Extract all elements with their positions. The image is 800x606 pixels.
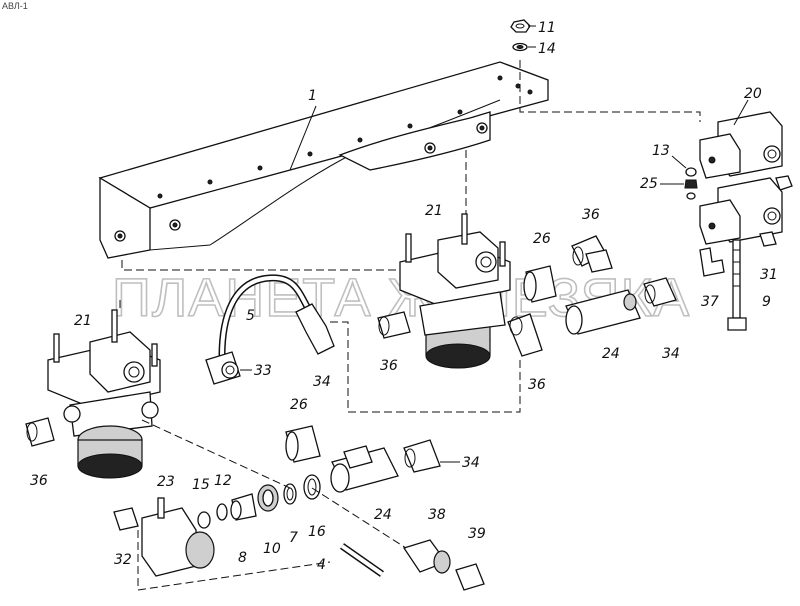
callout-8: 8 (238, 550, 247, 566)
callout-34-lower: 34 (462, 455, 480, 471)
callout-39: 39 (468, 526, 486, 542)
callout-34-hose: 34 (313, 374, 331, 390)
ring-12 (216, 503, 228, 521)
callout-26-upper: 26 (533, 231, 551, 247)
fitting-36-upper (571, 235, 613, 273)
fitting-38 (402, 539, 451, 574)
callout-21-left: 21 (74, 313, 92, 329)
callout-36-center: 36 (528, 377, 546, 393)
connection-lines (119, 60, 701, 591)
callout-16: 16 (308, 524, 326, 540)
elbow-fitting-37 (699, 247, 725, 277)
callout-26-lower: 26 (290, 397, 308, 413)
callout-10: 10 (263, 541, 281, 557)
tee-body-24-upper (565, 289, 641, 335)
callout-24-upper: 24 (602, 346, 620, 362)
corner-text: АВЛ-1 (2, 1, 28, 11)
fitting-36-left-center (377, 311, 411, 339)
leader-lines (240, 25, 749, 463)
callout-31: 31 (760, 267, 778, 283)
solenoid-valve-upper (699, 111, 793, 191)
union-8 (230, 493, 257, 521)
elbow-34-lower (403, 439, 441, 473)
washer-14 (512, 42, 528, 52)
callout-1: 1 (308, 88, 317, 104)
callout-5: 5 (246, 308, 255, 324)
callout-32: 32 (114, 552, 132, 568)
callout-33: 33 (254, 363, 272, 379)
tee-fitting-33 (205, 351, 241, 385)
fitting-32 (113, 507, 139, 531)
callout-4: 4 (317, 557, 326, 573)
fitting-39 (455, 563, 485, 591)
callout-36-far-left: 36 (30, 473, 48, 489)
solenoid-valve-lower (699, 177, 783, 247)
fitting-13-25 (684, 167, 698, 200)
callout-labels: 11 14 1 20 13 25 21 36 26 31 37 9 21 5 3… (30, 20, 778, 573)
callout-11: 11 (538, 20, 556, 36)
callout-24-lower: 24 (374, 507, 392, 523)
bolt-9 (727, 239, 747, 331)
callout-7: 7 (289, 530, 298, 546)
relay-valve-center (399, 213, 511, 369)
callout-13: 13 (652, 143, 670, 159)
ring-15 (197, 511, 211, 529)
callout-37: 37 (701, 294, 719, 310)
nut-10 (257, 484, 279, 512)
elbow-34-upper-right (643, 277, 677, 307)
callout-25: 25 (640, 176, 658, 192)
union-26-upper (523, 265, 557, 303)
elbow-36-center (507, 313, 543, 357)
fitting-36-far-left (25, 417, 55, 447)
mounting-bracket (98, 61, 549, 259)
hose-5 (218, 274, 335, 357)
callout-14: 14 (538, 41, 556, 57)
callout-15: 15 (192, 477, 210, 493)
tube-4 (339, 543, 385, 577)
nut-11 (510, 19, 531, 33)
callout-21-center: 21 (425, 203, 443, 219)
callout-23: 23 (157, 474, 175, 490)
ring-16 (303, 474, 321, 500)
callout-20: 20 (744, 86, 762, 102)
callout-9: 9 (762, 294, 771, 310)
ring-7 (283, 483, 297, 505)
callout-36-upper: 36 (582, 207, 600, 223)
callout-34-upper: 34 (662, 346, 680, 362)
callout-12: 12 (214, 473, 232, 489)
tee-body-24-lower (330, 445, 399, 493)
callout-36-left-center: 36 (380, 358, 398, 374)
valve-body-23 (141, 497, 215, 577)
union-26-lower (285, 425, 321, 463)
callout-38: 38 (428, 507, 446, 523)
relay-valve-left (47, 309, 161, 479)
